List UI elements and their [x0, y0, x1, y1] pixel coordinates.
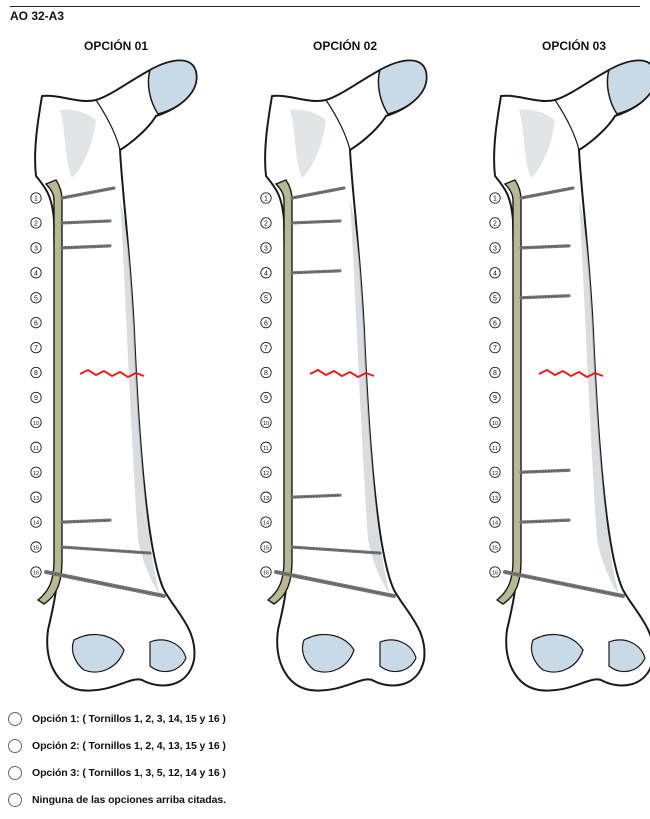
- option-none-radio[interactable]: [8, 793, 22, 807]
- hole-number-7: 7: [493, 345, 497, 352]
- femur-plate-diagram: 1234567891011121314151612345678910111213…: [0, 0, 650, 700]
- hole-number-1: 1: [34, 196, 38, 203]
- hole-number-13: 13: [33, 496, 39, 502]
- femoral-head-cartilage: [607, 61, 650, 115]
- hole-number-8: 8: [493, 370, 497, 377]
- hole-number-10: 10: [492, 421, 498, 427]
- hole-number-7: 7: [34, 345, 38, 352]
- hole-number-6: 6: [34, 320, 38, 327]
- hole-number-10: 10: [33, 421, 39, 427]
- locking-plate: [38, 180, 62, 604]
- locking-plate: [497, 180, 521, 604]
- option-3-radio[interactable]: [8, 766, 22, 780]
- hole-number-13: 13: [492, 496, 498, 502]
- hole-number-3: 3: [493, 245, 497, 252]
- hole-number-3: 3: [34, 245, 38, 252]
- hole-number-1: 1: [493, 196, 497, 203]
- hole-number-9: 9: [493, 395, 497, 402]
- hole-number-10: 10: [263, 421, 269, 427]
- femoral-head-cartilage: [148, 61, 196, 115]
- hole-number-2: 2: [34, 221, 38, 228]
- locking-plate: [268, 180, 292, 604]
- hole-number-15: 15: [492, 546, 498, 552]
- hole-number-14: 14: [492, 521, 498, 527]
- hole-number-11: 11: [33, 446, 39, 452]
- option-2-radio[interactable]: [8, 739, 22, 753]
- hole-number-15: 15: [263, 546, 269, 552]
- hole-number-11: 11: [263, 446, 269, 452]
- hole-number-5: 5: [34, 295, 38, 302]
- hole-number-12: 12: [263, 471, 269, 477]
- hole-number-11: 11: [492, 446, 498, 452]
- option-3-choice[interactable]: Opción 3: ( Tornillos 1, 3, 5, 12, 14 y …: [8, 760, 226, 786]
- hole-number-16: 16: [263, 571, 269, 577]
- hole-number-7: 7: [264, 345, 268, 352]
- hole-number-2: 2: [264, 221, 268, 228]
- hole-number-8: 8: [264, 370, 268, 377]
- hole-number-16: 16: [492, 571, 498, 577]
- option-2-choice[interactable]: Opción 2: ( Tornillos 1, 2, 4, 13, 15 y …: [8, 733, 226, 759]
- option-none-choice[interactable]: Ninguna de las opciones arriba citadas.: [8, 787, 226, 813]
- hole-number-12: 12: [492, 471, 498, 477]
- hole-number-6: 6: [264, 320, 268, 327]
- hole-number-4: 4: [264, 270, 268, 277]
- hole-number-13: 13: [263, 496, 269, 502]
- option-2-label: Opción 2: ( Tornillos 1, 2, 4, 13, 15 y …: [32, 740, 226, 752]
- hole-number-6: 6: [493, 320, 497, 327]
- option-none-label: Ninguna de las opciones arriba citadas.: [32, 794, 226, 806]
- hole-number-15: 15: [33, 546, 39, 552]
- hole-number-12: 12: [33, 471, 39, 477]
- hole-number-3: 3: [264, 245, 268, 252]
- option-1-choice[interactable]: Opción 1: ( Tornillos 1, 2, 3, 14, 15 y …: [8, 706, 226, 732]
- hole-number-4: 4: [493, 270, 497, 277]
- hole-number-4: 4: [34, 270, 38, 277]
- option-3-label: Opción 3: ( Tornillos 1, 3, 5, 12, 14 y …: [32, 767, 226, 779]
- hole-number-9: 9: [264, 395, 268, 402]
- femur-figure-1: 12345678910111213141516: [31, 61, 197, 691]
- hole-number-5: 5: [264, 295, 268, 302]
- option-1-label: Opción 1: ( Tornillos 1, 2, 3, 14, 15 y …: [32, 713, 226, 725]
- hole-number-2: 2: [493, 221, 497, 228]
- option-1-radio[interactable]: [8, 712, 22, 726]
- hole-number-14: 14: [33, 521, 39, 527]
- femoral-head-cartilage: [378, 61, 426, 115]
- hole-number-9: 9: [34, 395, 38, 402]
- hole-number-16: 16: [33, 571, 39, 577]
- hole-number-5: 5: [493, 295, 497, 302]
- hole-number-1: 1: [264, 196, 268, 203]
- hole-number-14: 14: [263, 521, 269, 527]
- hole-number-8: 8: [34, 370, 38, 377]
- answer-options: Opción 1: ( Tornillos 1, 2, 3, 14, 15 y …: [8, 706, 226, 814]
